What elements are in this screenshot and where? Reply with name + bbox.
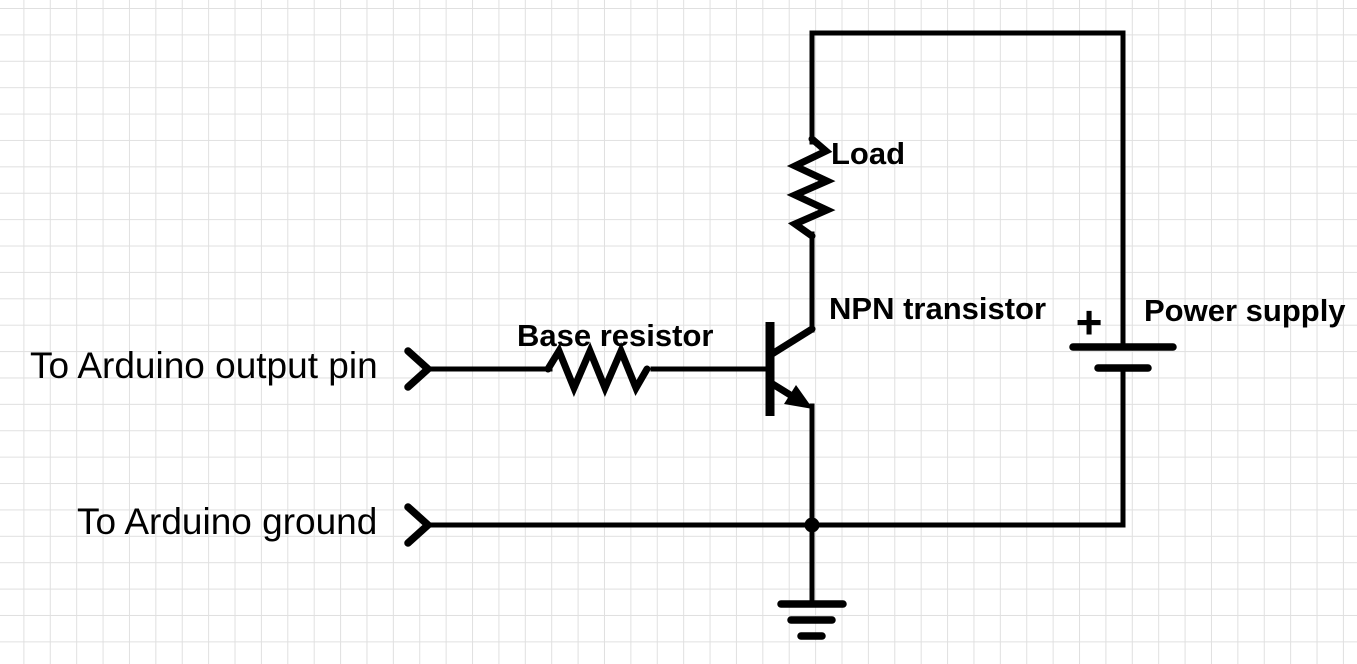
label-power-supply: Power supply [1144, 293, 1346, 328]
load-resistor-symbol [786, 135, 836, 240]
label-arduino-output-pin: To Arduino output pin [30, 345, 378, 386]
label-npn-transistor: NPN transistor [829, 291, 1046, 326]
emitter-arrow-icon [784, 385, 813, 409]
transistor-collector-lead [768, 325, 816, 358]
ground-rail-wire [425, 368, 1126, 528]
label-load: Load [831, 136, 905, 171]
label-arduino-ground: To Arduino ground [77, 501, 377, 542]
base-resistor-symbol [544, 341, 651, 398]
junction-dot [804, 517, 820, 533]
label-base-resistor: Base resistor [517, 318, 713, 353]
ground-pin-terminal-icon [404, 503, 432, 547]
output-pin-terminal-icon [404, 347, 432, 391]
top-supply-wire [809, 30, 1126, 347]
battery-plus-sign: + [1076, 296, 1103, 348]
